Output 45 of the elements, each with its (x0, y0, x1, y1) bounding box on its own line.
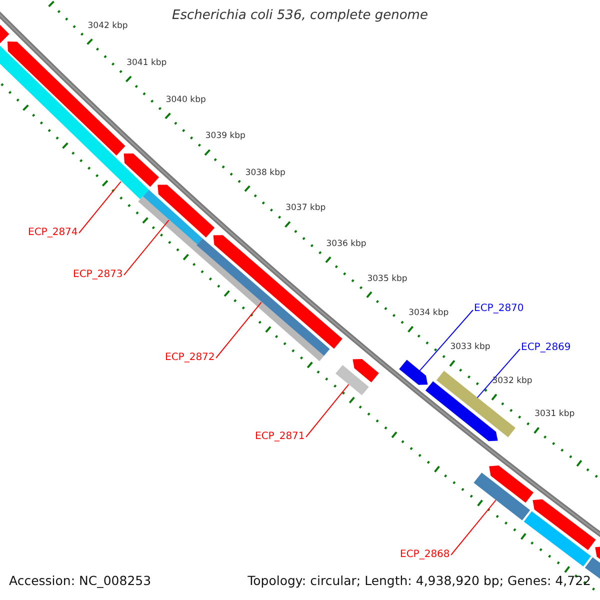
scale-label: 3038 kbp (245, 168, 286, 179)
gene-feature (0, 46, 149, 200)
gene-feature (474, 472, 530, 520)
genome-info-text: Topology: circular; Length: 4,938,920 bp; Genes: 4,722 (248, 573, 591, 589)
leader-line (450, 500, 496, 556)
scale-label: 3036 kbp (326, 238, 366, 250)
accession-text: Accession: NC_008253 (9, 573, 152, 589)
gene-label: ECP_2871 (255, 431, 305, 443)
scale-label: 3033 kbp (450, 342, 490, 354)
leader-line (306, 384, 350, 438)
leader-line (124, 220, 170, 276)
gene-label: ECP_2872 (165, 352, 215, 364)
gene-label: ECP_2869 (521, 342, 571, 354)
gene-feature (138, 196, 324, 362)
gene-feature (8, 42, 126, 156)
scale-label: 3035 kbp (367, 274, 408, 285)
scale-label: 3037 kbp (286, 203, 326, 214)
gene-label: ECP_2874 (28, 227, 78, 239)
gene-feature (352, 359, 379, 382)
scale-label: 3040 kbp (166, 94, 206, 106)
gene-feature (142, 190, 202, 246)
gene-feature (124, 154, 159, 187)
leader-line (476, 348, 520, 398)
gene-label: ECP_2873 (73, 269, 123, 281)
title: Escherichia coli 536, complete genome (171, 8, 429, 23)
gene-feature (158, 184, 215, 238)
gene-label: ECP_2870 (474, 303, 524, 315)
gene-feature (524, 511, 591, 566)
scale-label: 3031 kbp (534, 409, 575, 420)
gene-feature (489, 466, 534, 503)
scale-label: 3039 kbp (205, 131, 246, 142)
scale-label: 3041 kbp (126, 58, 167, 69)
gene-feature (436, 370, 516, 438)
scale-label: 3034 kbp (408, 308, 449, 320)
leader-line (78, 181, 122, 234)
gene-feature (336, 365, 369, 396)
gene-feature (532, 499, 596, 550)
leader-line (419, 310, 474, 372)
scale-label: 3032 kbp (492, 376, 532, 388)
gene-feature (595, 546, 600, 559)
leader-line (216, 302, 262, 358)
gene-label: ECP_2868 (400, 549, 450, 561)
scale-label: 3042 kbp (88, 20, 128, 32)
gene-feature (0, 24, 10, 44)
gene-feature (399, 360, 428, 385)
